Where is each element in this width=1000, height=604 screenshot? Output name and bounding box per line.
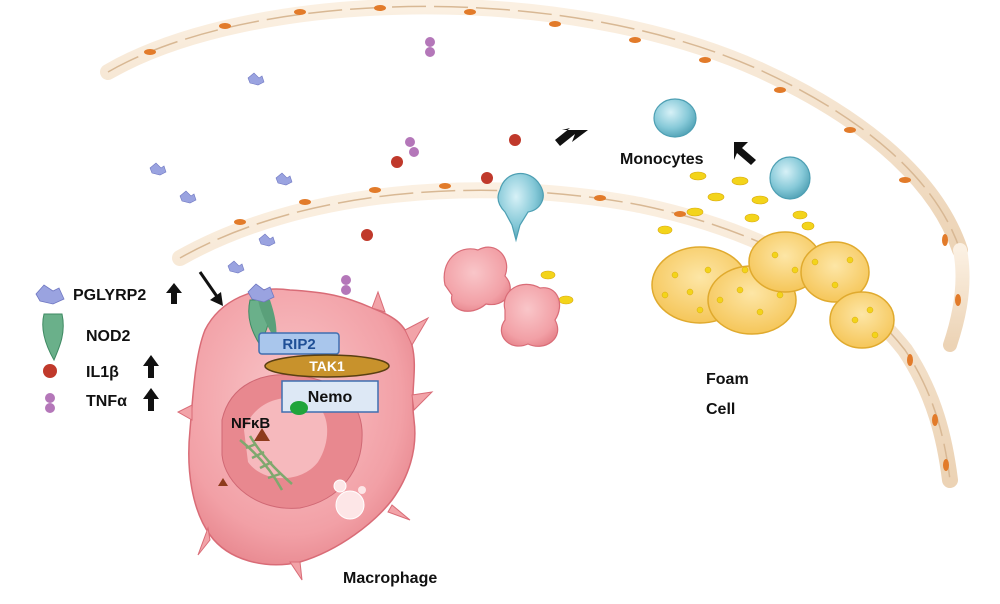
rip2-box: RIP2 [258,332,340,355]
legend-item-pglyrp2: PGLYRP2 [35,283,182,305]
arrow-monocytes-up [734,142,756,165]
legend-label: IL1β [86,364,119,381]
tnfa-molecules [341,37,435,295]
tak1-ellipse: TAK1 [264,354,390,378]
nod2-receptor-icon [42,313,64,362]
pglyrp2-protein-icon [35,284,65,305]
foam-cell-label-line2: Cell [706,401,735,418]
il1b-dot-icon [43,364,57,378]
tak1-label: TAK1 [309,358,345,374]
legend-item-nod2: NOD2 [42,313,131,362]
nfkb-label: NFκB [231,415,270,432]
nfkb-triangle-icon [254,428,270,441]
legend-label: PGLYRP2 [73,287,146,304]
up-arrow-icon [166,283,182,304]
arrow-into-macrophage [198,271,223,306]
nemo-label: Nemo [308,389,353,406]
foam-cell-cluster [651,231,895,349]
recruited-macrophage [443,246,561,347]
up-arrow-icon [143,388,159,411]
outer-vessel-wall [100,0,970,352]
arrow-left-recruitment [555,128,588,146]
foam-cell-label-line1: Foam [706,371,749,388]
legend-label: TNFα [86,393,127,410]
legend-item-il1b: IL1β [43,355,159,381]
monocyte-cell [769,156,811,200]
pglyrp2-molecules [149,72,293,274]
tnfa-double-dot-icon [45,393,55,413]
monocyte-cell [653,98,697,138]
legend-label: NOD2 [86,328,131,345]
monocytes-label: Monocytes [620,151,704,168]
up-arrow-icon [143,355,159,378]
rip2-label: RIP2 [282,336,315,353]
legend: PGLYRP2 NOD2 IL1β TNFα [35,283,182,413]
macrophage-label: Macrophage [343,570,437,587]
lipid-droplets [540,171,815,305]
pglyrp2-bound [247,283,275,303]
dna-helix-icon [239,435,293,491]
nemo-green-dot [290,401,308,415]
il1b-molecules [361,134,521,241]
legend-item-tnfa: TNFα [45,388,159,413]
monocyte-transmigrating [497,172,544,243]
